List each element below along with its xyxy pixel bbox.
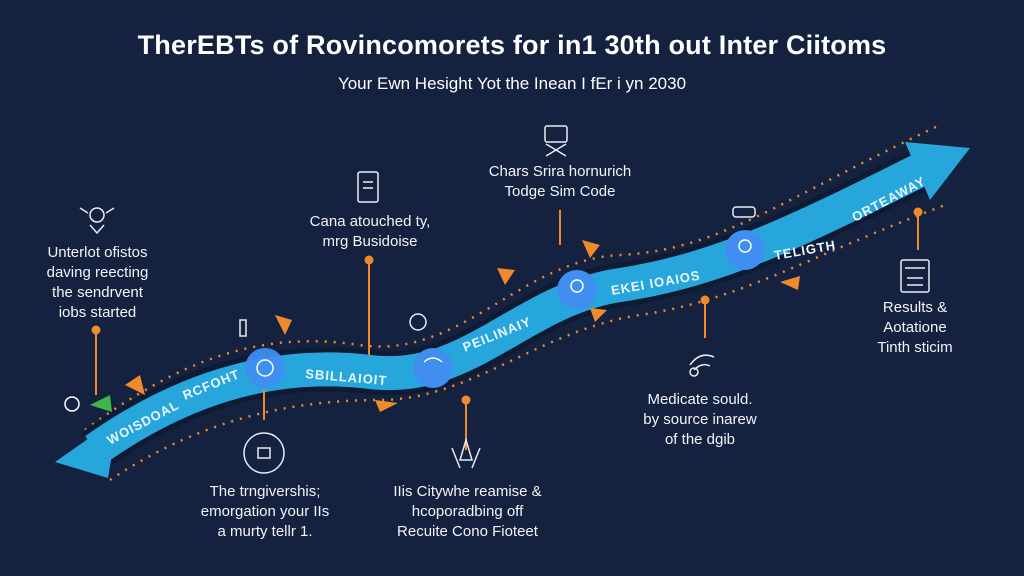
caption-line: emorgation your IIs (200, 503, 330, 520)
chevron-markers (125, 240, 800, 412)
caption-line: hcoporadbing off (411, 503, 524, 520)
caption-line: Medicate sould. (647, 391, 753, 408)
network-icon (79, 207, 115, 235)
rocket-icon (451, 437, 481, 469)
caption-line: Aotatione (883, 319, 947, 336)
caption-line: a murty tellr 1. (217, 523, 313, 540)
milestone-node[interactable] (725, 230, 765, 270)
caption-block: Unterlot ofistos daving reecting the sen… (10, 243, 185, 323)
page-subtitle: Your Ewn Hesight Yot the Inean I fEr i y… (337, 74, 687, 93)
milestone-node[interactable] (413, 348, 453, 388)
server-icon (732, 206, 756, 218)
left-arrowhead-icon (55, 418, 118, 478)
tower-icon (239, 319, 247, 337)
caption-line: the sendrvent (52, 284, 143, 301)
caption-line: The trngivershis; (209, 483, 321, 500)
caption-line: by source inarew (643, 411, 757, 428)
caption-line: mrg Busidoise (322, 233, 418, 250)
ribbon (85, 149, 938, 464)
ribbon-label: SBILLAIOIT (305, 366, 388, 388)
right-arrowhead-icon (905, 142, 970, 200)
calendar-icon (900, 259, 930, 293)
caption-block: Medicate sould. by source inarew of the … (620, 390, 780, 450)
disc-icon (409, 313, 427, 331)
caption-block: Results & Aotatione Tinth sticim (855, 298, 975, 358)
connectors (91, 207, 923, 450)
caption-line: Tinth sticim (877, 339, 953, 356)
circle-badge-icon (243, 432, 285, 474)
green-chevron-icon (90, 395, 112, 412)
caption-line: iobs started (58, 304, 137, 321)
caption-line: Results & (882, 299, 948, 316)
signal-icon (689, 354, 715, 377)
caption-line: of the dgib (664, 431, 736, 448)
caption-block: The trngivershis; emorgation your IIs a … (180, 482, 350, 542)
caption-block: Chars Srira hornurich Todge Sim Code (460, 162, 660, 202)
monitor-icon (544, 125, 568, 157)
caption-line: Cana atouched ty, (309, 213, 431, 230)
caption-line: Chars Srira hornurich (488, 163, 632, 180)
caption-line: Todge Sim Code (504, 183, 616, 200)
caption-line: Recuite Cono Fioteet (397, 523, 538, 540)
milestone-node[interactable] (557, 270, 597, 310)
small-badge-icon (64, 396, 80, 412)
dotted-path-upper (84, 123, 941, 432)
page-title: TherEBTs of Rovincomorets for in1 30th o… (137, 30, 887, 60)
caption-block: Cana atouched ty, mrg Busidoise (280, 212, 460, 252)
caption-line: IIis Citywhe reamise & (393, 483, 542, 500)
caption-line: daving reecting (46, 264, 149, 281)
document-icon (357, 171, 379, 203)
caption-block: IIis Citywhe reamise & hcoporadbing off … (370, 482, 565, 542)
caption-line: Unterlot ofistos (47, 244, 148, 261)
milestone-node[interactable] (245, 348, 285, 388)
